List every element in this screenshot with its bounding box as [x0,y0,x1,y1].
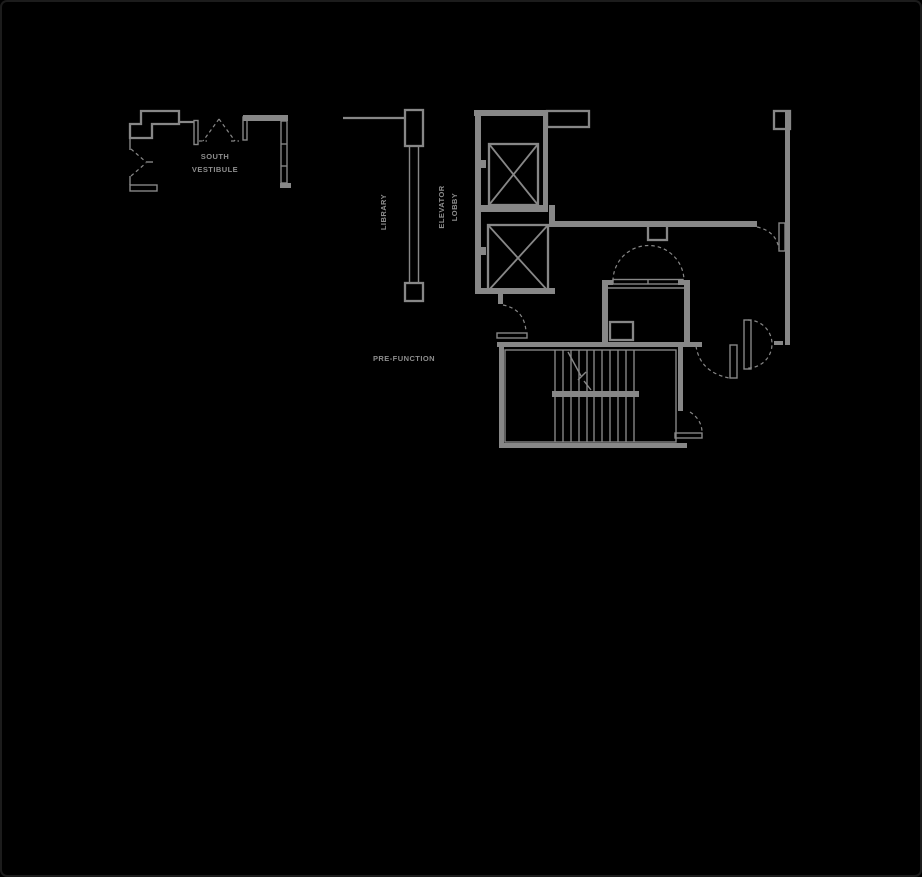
stair-inner-wall [504,349,677,443]
shaft-mid-wall [480,205,548,212]
library-wall [343,108,425,303]
label-south-vestibule: SOUTH VESTIBULE [192,150,238,176]
shaft-right-wall-top [543,115,548,207]
label-south-vestibule-line2: VESTIBULE [191,165,239,174]
stair-treads-lower [554,397,635,442]
stair-direction-line [567,351,592,391]
room-column [608,320,635,342]
label-elevator-lobby-line1: ELEVATOR [437,185,446,229]
east-column [772,109,792,131]
shaft-right-wall-bottom [549,205,555,227]
door-jamb-left [193,119,199,146]
passage-door-b-swing [743,319,773,370]
stair-left-wall [499,342,504,448]
lobby-door-swing [496,304,528,339]
shaft-left-wall [475,110,481,294]
double-door-swing [612,244,685,285]
north-wall [243,115,288,121]
stair-bottom-wall [499,443,687,448]
stair-treads-upper [554,350,635,391]
stair-top-wall [497,342,702,347]
east-wall [695,109,792,379]
elevator-shaft [474,109,591,339]
corridor-door-swing [756,222,786,252]
shaft-top-wall [474,110,547,116]
partition-wall [408,145,420,284]
south-wall [129,184,158,192]
elevator-1-cab [487,142,540,207]
wall-column [646,222,669,242]
passage-door-a-swing [695,344,738,379]
closet-room [602,280,690,343]
shaft-bottom-wall [475,288,555,294]
room-left-wall [602,284,608,343]
label-south-vestibule-line1: SOUTH [200,152,230,161]
label-elevator-lobby: ELEVATOR LOBBY [435,185,461,228]
label-pre-function: PRE-FUNCTION [372,353,436,363]
column-top [403,108,425,148]
room-right-wall [684,284,690,343]
elevator-2-cab [486,223,550,293]
west-double-door-swing [129,138,153,185]
label-library: LIBRARY [378,193,388,231]
east-wall-end-cap [774,341,783,345]
entry-double-door-swing [199,118,239,142]
south-vestibule-walls [128,109,291,192]
column-bottom [403,281,425,303]
glazed-wall [280,120,291,188]
lobby-wall [549,221,757,285]
stair-right-wall [678,347,683,411]
stair-door-swing [674,411,703,439]
stair-landing [552,391,639,397]
east-wall-line [785,110,790,345]
label-elevator-lobby-line2: LOBBY [450,192,459,222]
stepped-wall [128,109,181,140]
shaft-top-notch [545,109,591,129]
stairwell [497,342,703,448]
